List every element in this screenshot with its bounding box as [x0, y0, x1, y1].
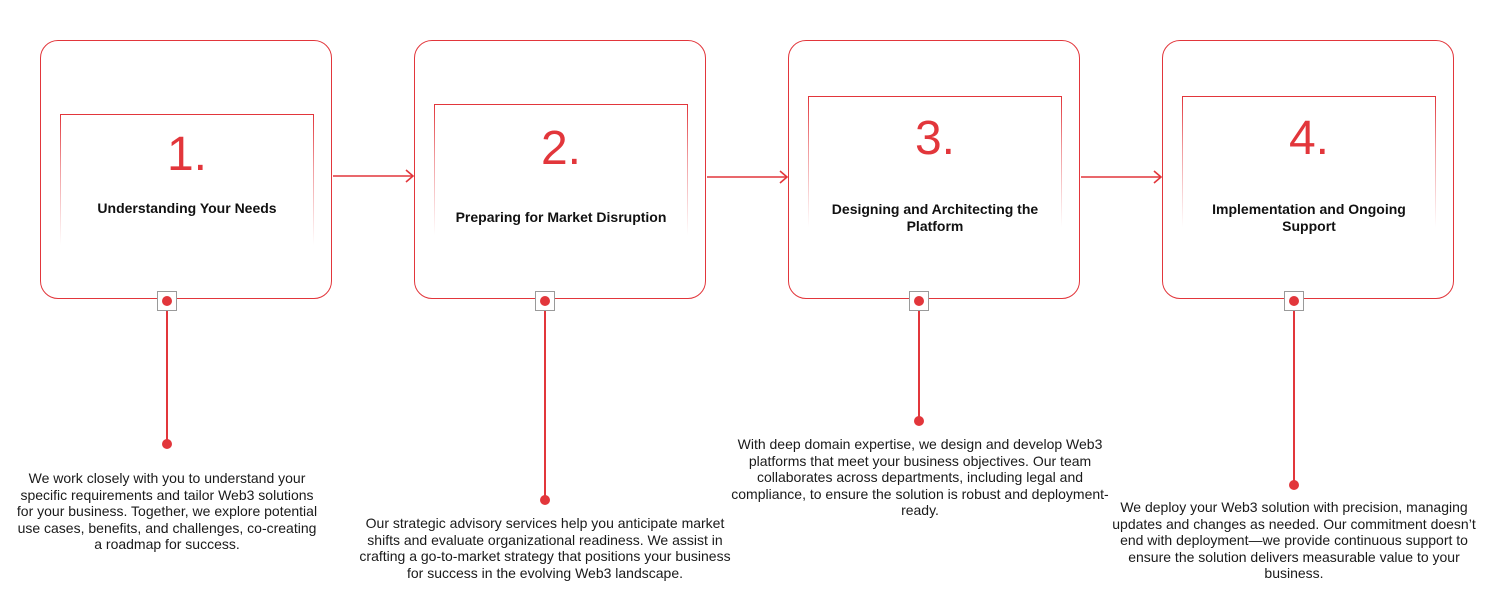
step-card-1: 1. Understanding Your Needs: [40, 40, 332, 299]
anchor-dot: [162, 296, 172, 306]
connector-2: [540, 311, 550, 505]
step-number: 1.: [166, 128, 208, 181]
step-inner-frame: 2. Preparing for Market Disruption: [434, 104, 688, 235]
connector-1: [162, 311, 172, 449]
step-anchor-3: [909, 291, 929, 311]
arrow-3-4: [1081, 170, 1163, 184]
arrow-1-2: [333, 169, 415, 183]
step-number: 2.: [540, 122, 582, 175]
connector-3: [914, 311, 924, 426]
step-card-2: 2. Preparing for Market Disruption: [414, 40, 706, 299]
connector-4: [1289, 311, 1299, 490]
step-anchor-2: [535, 291, 555, 311]
step-description-4: We deploy your Web3 solution with precis…: [1112, 499, 1476, 581]
step-card-3: 3. Designing and Architecting the Platfo…: [788, 40, 1080, 299]
step-inner-frame: 1. Understanding Your Needs: [60, 114, 314, 245]
step-card-4: 4. Implementation and Ongoing Support: [1162, 40, 1454, 299]
step-title: Understanding Your Needs: [97, 200, 277, 216]
anchor-dot: [1289, 296, 1299, 306]
connector-end-dot: [540, 495, 550, 505]
step-description-2: Our strategic advisory services help you…: [359, 515, 731, 581]
step-inner-frame: 3. Designing and Architecting the Platfo…: [808, 96, 1062, 234]
step-anchor-4: [1284, 291, 1304, 311]
connector-end-dot: [162, 439, 172, 449]
step-title: Preparing for Market Disruption: [455, 209, 667, 225]
step-description-3: With deep domain expertise, we design an…: [731, 436, 1109, 518]
anchor-dot: [540, 296, 550, 306]
arrow-2-3: [707, 170, 789, 184]
step-title: Designing and Architecting the Platform: [831, 201, 1039, 234]
connector-end-dot: [1289, 480, 1299, 490]
step-inner-frame: 4. Implementation and Ongoing Support: [1182, 96, 1436, 234]
step-number: 4.: [1288, 112, 1330, 165]
connector-end-dot: [914, 416, 924, 426]
step-title: Implementation and Ongoing Support: [1212, 201, 1406, 234]
anchor-dot: [914, 296, 924, 306]
step-number: 3.: [914, 112, 956, 165]
step-anchor-1: [157, 291, 177, 311]
step-description-1: We work closely with you to understand y…: [16, 470, 318, 552]
